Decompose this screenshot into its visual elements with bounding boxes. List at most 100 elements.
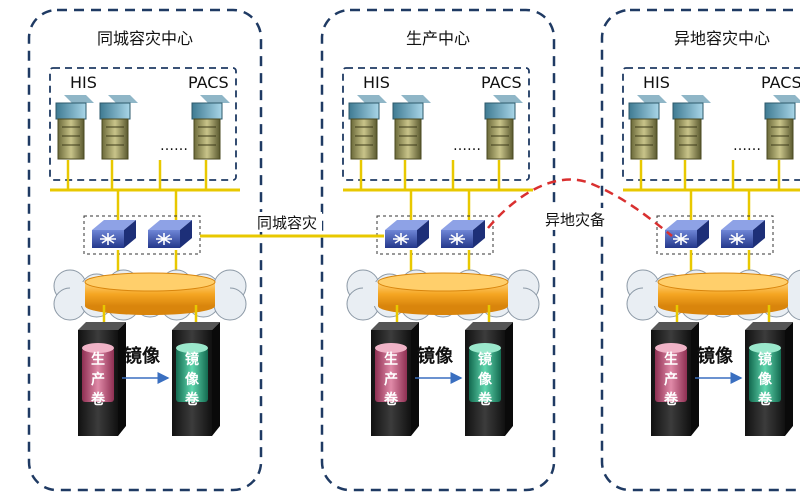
center-panel-border	[320, 8, 556, 492]
remote-backup-link-label: 异地灾备	[545, 211, 605, 229]
volume-char: 卷	[90, 391, 106, 408]
volume-top	[375, 343, 407, 353]
volume-char: 卷	[757, 391, 773, 408]
server-top-face	[357, 95, 387, 103]
volume-cylinder	[176, 348, 208, 402]
center-panel-border	[600, 8, 800, 492]
switch-arrows	[673, 233, 689, 245]
center-panel-border	[27, 8, 263, 492]
server-body	[57, 118, 85, 160]
switch-top	[441, 220, 485, 230]
his-label: HIS	[70, 73, 97, 92]
center-title: 异地容灾中心	[674, 29, 770, 48]
remote-backup-link	[487, 178, 673, 237]
switch-arrows	[100, 233, 116, 245]
rack-top	[78, 322, 126, 330]
volume-char: 镜	[185, 351, 199, 368]
mirror-label: 镜像	[417, 345, 454, 367]
more-servers-dots: ……	[733, 138, 761, 154]
server-body	[350, 118, 378, 160]
switch-icon	[721, 220, 765, 248]
server-top-face	[401, 95, 431, 103]
storage-rack-icon: 镜像卷	[465, 322, 513, 436]
pacs-label: PACS	[188, 73, 229, 92]
server-cap	[672, 102, 704, 120]
server-icon	[392, 95, 431, 160]
server-top-face	[108, 95, 138, 103]
volume-char: 卷	[383, 391, 399, 408]
switch-side	[124, 220, 136, 248]
center-title: 生产中心	[406, 29, 470, 48]
switch-top	[385, 220, 429, 230]
volume-char: 产	[384, 371, 398, 388]
switch-group	[656, 215, 774, 255]
volume-cylinder	[375, 348, 407, 402]
disk-array-icon	[84, 272, 216, 315]
rack-top	[371, 322, 419, 330]
switch-side	[697, 220, 709, 248]
rack-top	[465, 322, 513, 330]
storage-rack-icon: 镜像卷	[172, 322, 220, 436]
volume-char: 生	[384, 351, 398, 368]
app-server-group	[622, 67, 800, 181]
volume-char: 生	[664, 351, 678, 368]
volume-top	[655, 343, 687, 353]
server-top-face	[773, 95, 800, 103]
volume-top	[749, 343, 781, 353]
switch-icon	[385, 220, 429, 248]
volume-char: 卷	[663, 391, 679, 408]
storage-rack-icon: 生产卷	[78, 322, 126, 436]
server-cap	[764, 102, 796, 120]
remote-label-bg	[540, 208, 610, 230]
his-label: HIS	[643, 73, 670, 92]
disk-array-icon	[377, 272, 509, 315]
rack-top	[745, 322, 793, 330]
server-cap	[628, 102, 660, 120]
switch-arrows	[729, 233, 745, 245]
storage-rack-icon: 生产卷	[651, 322, 699, 436]
server-cap	[191, 102, 223, 120]
switch-side	[417, 220, 429, 248]
switch-icon	[441, 220, 485, 248]
disk-top	[657, 272, 789, 292]
server-cap	[348, 102, 380, 120]
volume-cylinder	[655, 348, 687, 402]
server-icon	[99, 95, 138, 160]
server-icon	[191, 95, 230, 160]
server-icon	[484, 95, 523, 160]
volume-cylinder	[82, 348, 114, 402]
server-top-face	[493, 95, 523, 103]
server-body	[766, 118, 794, 160]
volume-cylinder	[469, 348, 501, 402]
storage-rack-icon: 生产卷	[371, 322, 419, 436]
switch-arrows	[449, 233, 465, 245]
server-body	[486, 118, 514, 160]
switch-top	[92, 220, 136, 230]
app-server-group	[49, 67, 237, 181]
server-top-face	[637, 95, 667, 103]
volume-char: 卷	[477, 391, 493, 408]
pacs-label: PACS	[761, 73, 800, 92]
server-icon	[55, 95, 94, 160]
more-servers-dots: ……	[160, 138, 188, 154]
switch-arrows	[156, 233, 172, 245]
switch-side	[753, 220, 765, 248]
more-servers-dots: ……	[453, 138, 481, 154]
server-top-face	[64, 95, 94, 103]
his-label: HIS	[363, 73, 390, 92]
app-server-group	[342, 67, 530, 181]
volume-char: 生	[91, 351, 105, 368]
switch-icon	[665, 220, 709, 248]
switch-icon	[148, 220, 192, 248]
same-city-link-label: 同城容灾	[257, 214, 317, 232]
server-cap	[55, 102, 87, 120]
mirror-label: 镜像	[124, 345, 161, 367]
switch-side	[473, 220, 485, 248]
volume-char: 产	[91, 371, 105, 388]
volume-char: 产	[664, 371, 678, 388]
